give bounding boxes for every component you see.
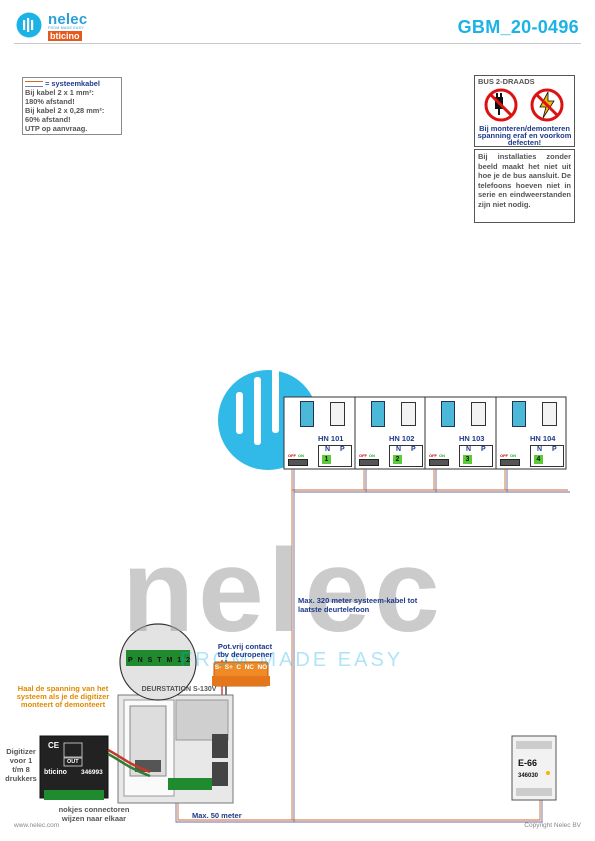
ce-mark-icon: CE xyxy=(48,741,60,750)
terminal-pin-label: P xyxy=(128,657,133,664)
handset-np-block: N P 2 xyxy=(389,445,423,467)
relay-terminal-block xyxy=(212,661,270,687)
digitizer-module xyxy=(39,735,109,800)
contact-pin-label: C xyxy=(236,664,242,671)
terminal-pin-label: 1 xyxy=(177,657,182,664)
handset-address-digit: 1 xyxy=(322,455,331,464)
handset-switch-icon xyxy=(500,459,520,466)
max-50-label: Max. 50 meter xyxy=(192,811,242,820)
contact-pin-label: NC xyxy=(244,664,254,671)
contact-pin-label: S- xyxy=(214,664,222,671)
power-supply-e66 xyxy=(511,735,557,801)
cable-note-line: Bij kabel 2 x 0,28 mm²: xyxy=(25,106,105,115)
footer-website: www.nelec.com xyxy=(14,822,60,829)
handset-connector-icon xyxy=(300,401,314,427)
handset-label: HN 102 xyxy=(389,434,415,443)
digitizer-flat-cable xyxy=(107,748,151,774)
cable-note-line: UTP op aanvraag. xyxy=(25,124,88,133)
deurstation-label: DEURSTATION S-130V xyxy=(141,686,217,693)
terminal-pin-label: M xyxy=(166,657,173,664)
handset-label: HN 101 xyxy=(318,434,344,443)
cable-legend: = systeemkabel xyxy=(25,79,119,88)
handset-label: HN 103 xyxy=(459,434,485,443)
systeemkabel-swatch-icon xyxy=(25,81,43,88)
no-plug-and-no-voltage-icon xyxy=(484,88,564,122)
handset-address-digit: 4 xyxy=(534,455,543,464)
terminal-pin-label: N xyxy=(137,657,143,664)
cable-note-line: 180% afstand! xyxy=(25,97,75,106)
cable-note-line: Bij kabel 2 x 1 mm²: xyxy=(25,88,95,97)
cable-note-box: = systeemkabel Bij kabel 2 x 1 mm²: 180%… xyxy=(22,77,122,135)
watermark-tagline: FROM MADE EASY xyxy=(180,649,404,671)
handset-np-block: N P 4 xyxy=(530,445,564,467)
bus-title: BUS 2-DRAADS xyxy=(478,77,535,86)
handset-np-block: N P 1 xyxy=(318,445,352,467)
nelec-logo-icon xyxy=(16,12,42,38)
handset-switch-icon xyxy=(288,459,308,466)
cable-note-line: 60% afstand! xyxy=(25,115,71,124)
cable-legend-text: = systeemkabel xyxy=(45,79,100,88)
bus-info-box: Bij installaties zonder beeld maakt het … xyxy=(474,149,575,223)
psu-model: E-66 xyxy=(518,758,538,768)
door-station-body xyxy=(117,694,234,804)
handset-connector-icon xyxy=(441,401,455,427)
max-320-label: Max. 320 meter systeem-kabel tot laatste… xyxy=(298,596,418,614)
handset-label: HN 104 xyxy=(530,434,556,443)
logo-tagline: FROM MADE EASY xyxy=(48,26,84,30)
nelec-logo xyxy=(16,12,96,42)
digitizer-brand: bticino xyxy=(44,769,67,776)
handset-phone-icon xyxy=(401,402,416,426)
terminal-zoom-detail xyxy=(119,623,197,701)
footer-copyright: Copyright Nelec BV xyxy=(524,822,581,829)
digitizer-out-label: OUT xyxy=(67,759,79,765)
handset-address-digit: 3 xyxy=(463,455,472,464)
pot-contact-label: Pot.vrij contact tbv deuropener xyxy=(217,642,273,659)
header-divider xyxy=(14,43,581,44)
terminal-pin-label: T xyxy=(157,657,162,664)
digitizer-label: Digitizer voor 1 t/m 8 drukkers xyxy=(5,747,37,783)
terminal-pin-label: 2 xyxy=(186,657,190,664)
handset-phone-icon xyxy=(330,402,345,426)
bticino-logo: bticino xyxy=(48,31,82,41)
psu-code: 346030 xyxy=(518,773,539,779)
handset-address-digit: 2 xyxy=(393,455,402,464)
handset-np-block: N P 3 xyxy=(459,445,493,467)
bus-warning-text: Bij monteren/demonteren spanning eraf en… xyxy=(477,124,572,147)
handset-phone-icon xyxy=(542,402,557,426)
nokjes-label: nokjes connectoren wijzen naar elkaar xyxy=(58,805,130,823)
handset-switch-icon xyxy=(429,459,449,466)
handset-connector-icon xyxy=(512,401,526,427)
contact-pin-label: NO xyxy=(257,664,268,671)
digitizer-code: 346993 xyxy=(81,769,103,776)
document-code: GBM_20-0496 xyxy=(457,17,579,37)
contact-pin-label: S+ xyxy=(224,664,233,671)
handset-connector-icon xyxy=(371,401,385,427)
watermark-word: nelec xyxy=(122,525,444,657)
handset-switch-icon xyxy=(359,459,379,466)
terminal-pin-label: S xyxy=(147,657,153,664)
power-warning-label: Haal de spanning van het systeem als je … xyxy=(16,684,110,709)
handset-phone-icon xyxy=(471,402,486,426)
logo-name: nelec xyxy=(48,11,88,28)
bus-warning-box: BUS 2-DRAADS Bij monteren/demonteren spa… xyxy=(474,75,575,147)
